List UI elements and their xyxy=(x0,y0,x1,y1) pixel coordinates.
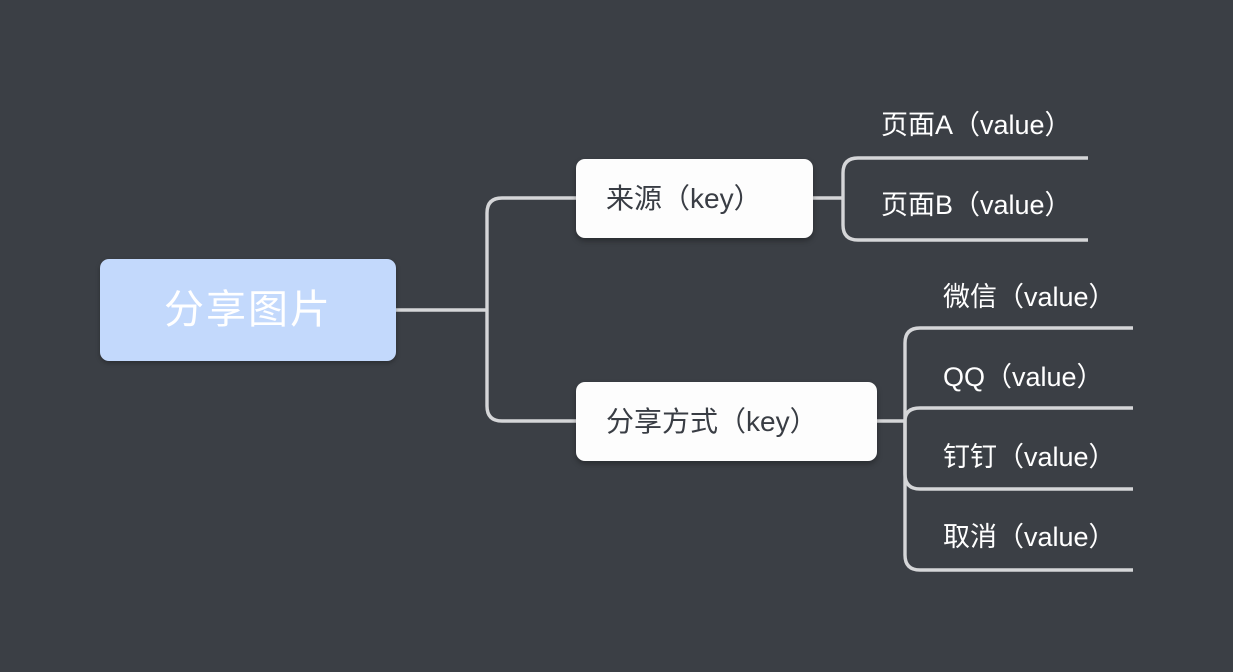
leaf-label-page-a[interactable]: 页面A（value） xyxy=(881,110,1072,140)
key-node-source-label: 来源（key） xyxy=(606,182,762,214)
root-node-label: 分享图片 xyxy=(164,288,332,332)
leaf-label-qq[interactable]: QQ（value） xyxy=(943,362,1104,392)
root-node[interactable]: 分享图片 xyxy=(100,259,396,361)
leaf-label-dingtalk[interactable]: 钉钉（value） xyxy=(943,442,1116,472)
key-node-source[interactable]: 来源（key） xyxy=(576,159,813,238)
key-node-method-label: 分享方式（key） xyxy=(606,405,818,437)
key-node-method[interactable]: 分享方式（key） xyxy=(576,382,877,461)
leaf-label-page-b[interactable]: 页面B（value） xyxy=(881,190,1072,220)
leaf-label-wechat[interactable]: 微信（value） xyxy=(943,282,1116,312)
connector-trunk-to-method xyxy=(485,310,576,423)
connector-trunk-to-source xyxy=(485,196,576,310)
leaf-label-cancel[interactable]: 取消（value） xyxy=(943,522,1116,552)
connector-method-branch-qq xyxy=(903,406,1133,422)
